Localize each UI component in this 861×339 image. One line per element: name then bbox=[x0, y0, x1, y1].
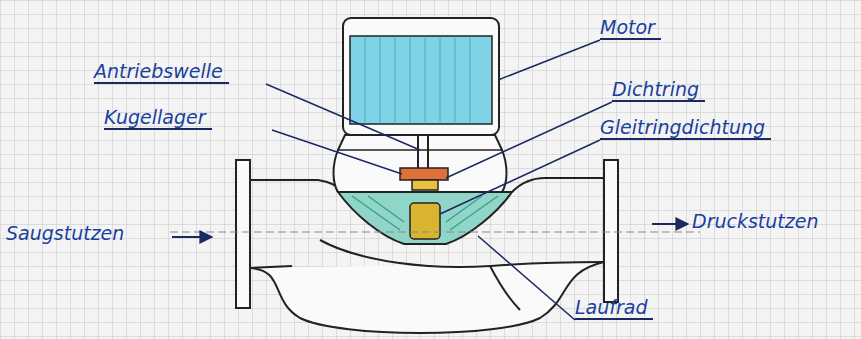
leader-line bbox=[446, 102, 612, 178]
leader-line bbox=[498, 40, 600, 80]
inflow-arrow bbox=[172, 236, 212, 238]
volute-line bbox=[320, 240, 604, 267]
housing-cover bbox=[334, 135, 507, 192]
outlet-flange bbox=[604, 160, 618, 302]
inlet-pipe-bottom bbox=[250, 266, 292, 268]
inlet-pipe-top bbox=[250, 180, 342, 192]
impeller bbox=[338, 192, 512, 244]
part-label: Saugstutzen bbox=[6, 222, 124, 244]
part-label: Kugellager bbox=[104, 106, 212, 130]
inlet-flange bbox=[236, 160, 250, 308]
motor-winding bbox=[350, 36, 492, 124]
housing-bowl bbox=[250, 262, 604, 333]
part-label: Laufrad bbox=[575, 296, 653, 320]
motor-casing bbox=[343, 18, 499, 135]
leader-lines bbox=[266, 40, 612, 320]
impeller-hub bbox=[410, 203, 440, 239]
leader-line bbox=[266, 84, 420, 150]
leader-line bbox=[478, 236, 575, 320]
leader-line bbox=[272, 130, 402, 174]
part-label: Druckstutzen bbox=[692, 210, 818, 232]
outlet-pipe-top bbox=[512, 178, 604, 192]
ball-bearing bbox=[400, 168, 448, 180]
part-label: Gleitringdichtung bbox=[600, 116, 771, 140]
volute-tongue bbox=[490, 266, 520, 310]
outflow-arrow bbox=[652, 223, 688, 225]
center-line bbox=[170, 232, 700, 233]
sealing-ring bbox=[412, 180, 438, 190]
leader-line bbox=[440, 140, 600, 214]
part-label: Dichtring bbox=[612, 78, 705, 102]
part-label: Motor bbox=[600, 16, 661, 40]
pump-housing bbox=[236, 160, 618, 333]
part-label: Antriebswelle bbox=[94, 60, 229, 84]
winding-lines bbox=[365, 38, 470, 122]
